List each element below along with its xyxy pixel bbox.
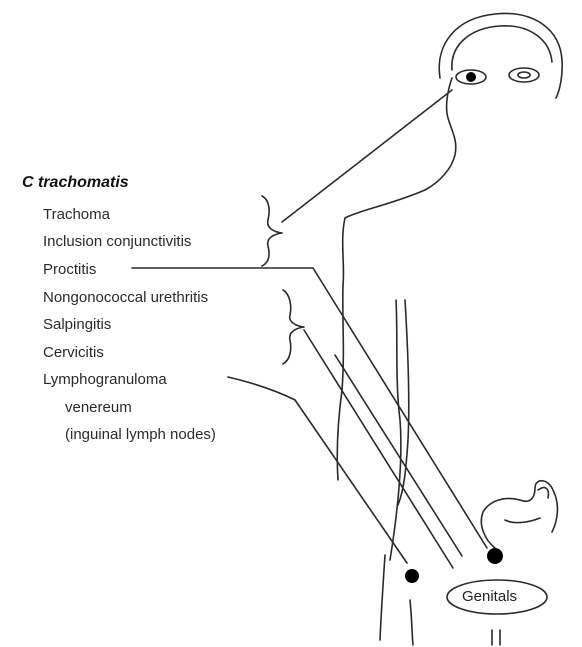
right-eye-socket (509, 68, 539, 82)
proctitis-leader-line (132, 268, 487, 548)
colon-outline (481, 481, 557, 548)
leg-line (380, 555, 385, 640)
lymph-leader-line (228, 377, 407, 563)
disease-label-lymphogranuloma: Lymphogranuloma (43, 371, 167, 389)
disease-label-salpingitis: Salpingitis (43, 316, 111, 334)
disease-label-cervicitis: Cervicitis (43, 344, 104, 362)
leg-line-2 (410, 600, 413, 645)
eye-site-dot (466, 72, 476, 82)
disease-label-trachoma: Trachoma (43, 206, 110, 224)
neck-back-line (343, 190, 425, 285)
lymph-node-site-dot (405, 569, 419, 583)
genitals-label: Genitals (462, 588, 517, 606)
disease-label-inclusion-conjunctivitis: Inclusion conjunctivitis (43, 233, 191, 251)
rectum-site-dot (487, 548, 503, 564)
genital-diseases-bracket (283, 290, 304, 364)
disease-label-proctitis: Proctitis (43, 261, 96, 279)
colon-inner (505, 518, 540, 523)
colon-coil (538, 488, 548, 498)
disease-label-venereum: venereum (65, 399, 132, 417)
genital-leader-line-a (304, 330, 453, 568)
brain-outline (452, 26, 552, 70)
genital-leader-line-b (335, 355, 462, 556)
eye-diseases-bracket (262, 196, 282, 266)
disease-label-inguinal-lymph-nodes: (inguinal lymph nodes) (65, 426, 216, 444)
disease-label-nongonococcal-urethritis: Nongonococcal urethritis (43, 289, 208, 307)
eye-leader-line (282, 90, 452, 222)
organism-heading: C trachomatis (22, 174, 129, 192)
torso-inner-line (390, 300, 401, 560)
cheek-outline (425, 78, 456, 190)
